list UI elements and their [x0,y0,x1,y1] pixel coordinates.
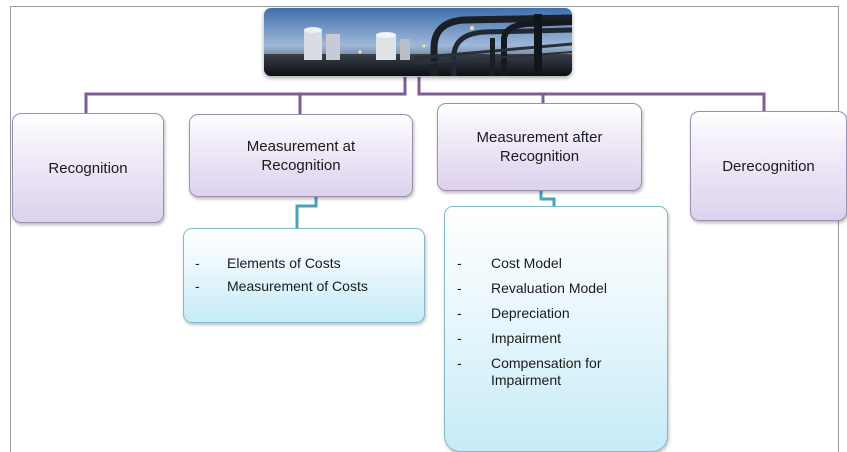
measurement-after-recognition-label: Measurement after Recognition [476,129,603,165]
measurement-after-recognition-details: - Cost Model - Revaluation Model - Depre… [444,206,668,452]
industrial-plant-image [264,8,572,76]
measurement-at-recognition-details: - Elements of Costs - Measurement of Cos… [183,228,425,323]
recognition-label: Recognition [48,159,128,177]
item-cost-model: Cost Model [491,255,562,271]
bullet-dash: - [457,355,462,371]
recognition-node: Recognition [12,113,164,223]
detail-list: - Cost Model - Revaluation Model - Depre… [457,255,667,389]
list-item: - Revaluation Model [457,280,667,297]
measurement-at-recognition-label: Measurement at Recognition [246,137,356,174]
item-revaluation-model: Revaluation Model [491,280,607,296]
list-item: - Cost Model [457,255,667,272]
measurement-after-recognition-node: Measurement after Recognition [437,103,642,191]
detail-connector-left [295,197,318,228]
detail-list: - Elements of Costs - Measurement of Cos… [195,255,424,295]
list-item: - Impairment [457,330,667,347]
bullet-dash: - [457,280,462,296]
bullet-dash: - [457,330,462,346]
measurement-at-recognition-node: Measurement at Recognition [189,114,413,197]
list-item: - Measurement of Costs [195,278,424,295]
bullet-dash: - [457,305,462,321]
bullet-dash: - [457,255,462,271]
item-compensation-for-impairment: Compensation for Impairment [491,355,602,388]
item-depreciation: Depreciation [491,305,570,321]
connector-right-trunk [417,77,766,112]
slide-frame [10,6,839,452]
item-elements-of-costs: Elements of Costs [227,255,341,271]
connector-left-trunk [84,77,407,114]
derecognition-label: Derecognition [722,157,815,175]
bullet-dash: - [195,255,200,271]
derecognition-node: Derecognition [690,111,847,221]
item-measurement-of-costs: Measurement of Costs [227,278,368,294]
detail-connector-right [539,191,556,206]
list-item: - Elements of Costs [195,255,424,272]
list-item: - Depreciation [457,305,667,322]
bullet-dash: - [195,278,200,294]
list-item: - Compensation for Impairment [457,355,667,389]
item-impairment: Impairment [491,330,562,346]
